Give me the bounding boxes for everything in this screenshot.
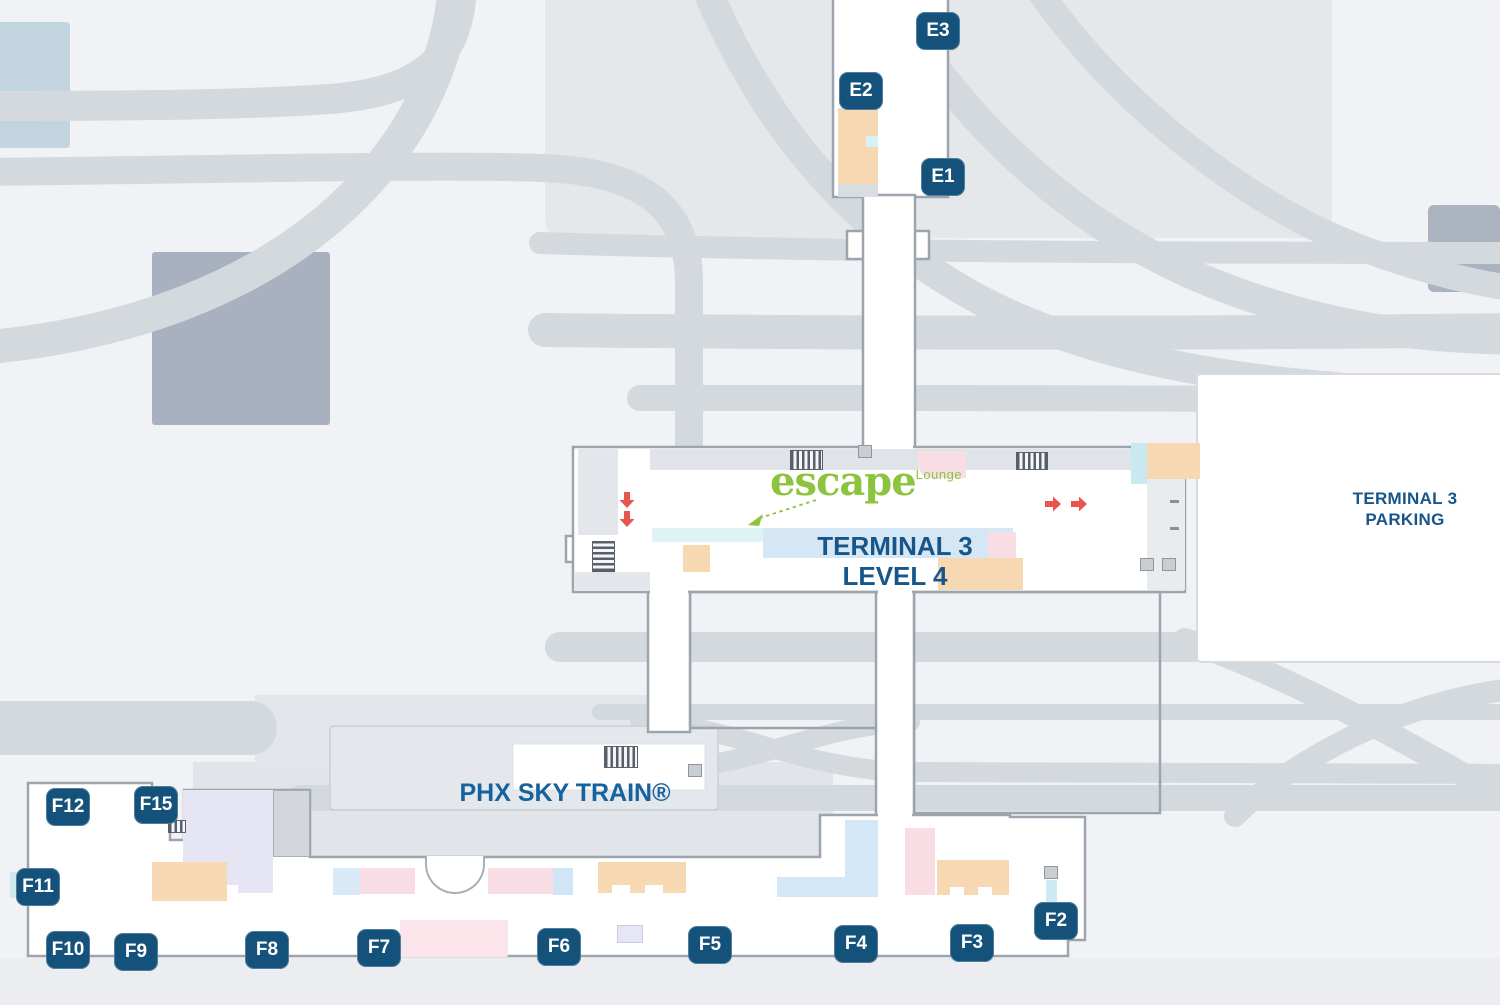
parking-label-line1: TERMINAL 3	[1352, 489, 1458, 508]
area-block	[333, 868, 360, 895]
elevator-icon	[1044, 866, 1058, 879]
terminal-title: TERMINAL 3 LEVEL 4	[775, 531, 1015, 591]
area-block	[937, 860, 1009, 895]
elevator-icon	[1140, 558, 1154, 571]
area-block	[938, 558, 1023, 590]
area-block	[612, 885, 630, 893]
wall-tick	[1170, 527, 1179, 530]
area-block	[400, 920, 508, 957]
parking-label: TERMINAL 3 PARKING	[1320, 488, 1490, 530]
lounge-name: escape	[770, 458, 917, 505]
gate-label-f4: F4	[834, 925, 878, 963]
escalator-icon	[790, 450, 823, 470]
area-block	[763, 528, 1013, 558]
area-block	[650, 449, 1185, 470]
down-arrow-icon	[619, 492, 635, 508]
wall-tick	[1170, 500, 1179, 503]
area-block	[918, 451, 966, 478]
gate-label-f8: F8	[245, 931, 289, 969]
escalator-icon	[1016, 452, 1048, 470]
parking-label-line2: PARKING	[1365, 510, 1445, 529]
gate-label-f6: F6	[537, 928, 581, 966]
gate-label-e1: E1	[921, 158, 965, 196]
area-block	[777, 877, 845, 897]
gate-label-f7: F7	[357, 929, 401, 967]
area-block	[1131, 443, 1147, 484]
gate-label-f9: F9	[114, 933, 158, 971]
area-block	[683, 545, 710, 572]
gate-label-e3: E3	[916, 12, 960, 50]
lounge-pointer-icon	[748, 499, 817, 526]
area-block	[845, 820, 878, 897]
sky-train-label: PHX SKY TRAIN®	[459, 779, 671, 807]
area-block	[578, 449, 618, 535]
area-block	[224, 885, 238, 893]
area-block	[152, 862, 227, 901]
steel-blue-building	[0, 22, 70, 148]
area-block	[652, 528, 763, 542]
right-arrow-icon	[1045, 496, 1061, 512]
gate-label-f2: F2	[1034, 902, 1078, 940]
area-block	[553, 868, 573, 895]
area-block	[1046, 880, 1057, 902]
gate-label-f12: F12	[46, 788, 90, 826]
gate-label-f10: F10	[46, 931, 90, 969]
area-block	[360, 868, 415, 894]
escalator-icon	[592, 541, 615, 572]
escalator-icon	[604, 746, 638, 768]
area-block	[273, 790, 310, 857]
elevator-icon	[688, 764, 702, 777]
gate-label-f5: F5	[688, 926, 732, 964]
elevator-icon	[858, 445, 872, 458]
area-block	[988, 532, 1016, 558]
lounge-suffix: Lounge	[915, 467, 963, 482]
area-block	[645, 885, 663, 893]
area-block	[488, 868, 553, 894]
gate-label-e2: E2	[839, 72, 883, 110]
terminal-title-line1: TERMINAL 3	[817, 531, 973, 561]
down-arrow-icon	[619, 511, 635, 527]
area-block	[575, 572, 650, 590]
gate-label-f3: F3	[950, 924, 994, 962]
gate-label-f15: F15	[134, 786, 178, 824]
area-block	[838, 184, 878, 197]
area-block	[1147, 479, 1185, 590]
area-block	[905, 828, 935, 895]
area-block	[617, 925, 643, 943]
gate-label-f11: F11	[16, 868, 60, 906]
area-block	[1147, 443, 1200, 479]
right-arrow-icon	[1071, 496, 1087, 512]
area-block	[866, 136, 878, 147]
area-block	[950, 887, 964, 895]
lounge-logo: escapeLounge	[770, 462, 962, 502]
area-block	[978, 887, 992, 895]
elevator-icon	[1162, 558, 1176, 571]
terminal-title-line2: LEVEL 4	[842, 561, 948, 591]
